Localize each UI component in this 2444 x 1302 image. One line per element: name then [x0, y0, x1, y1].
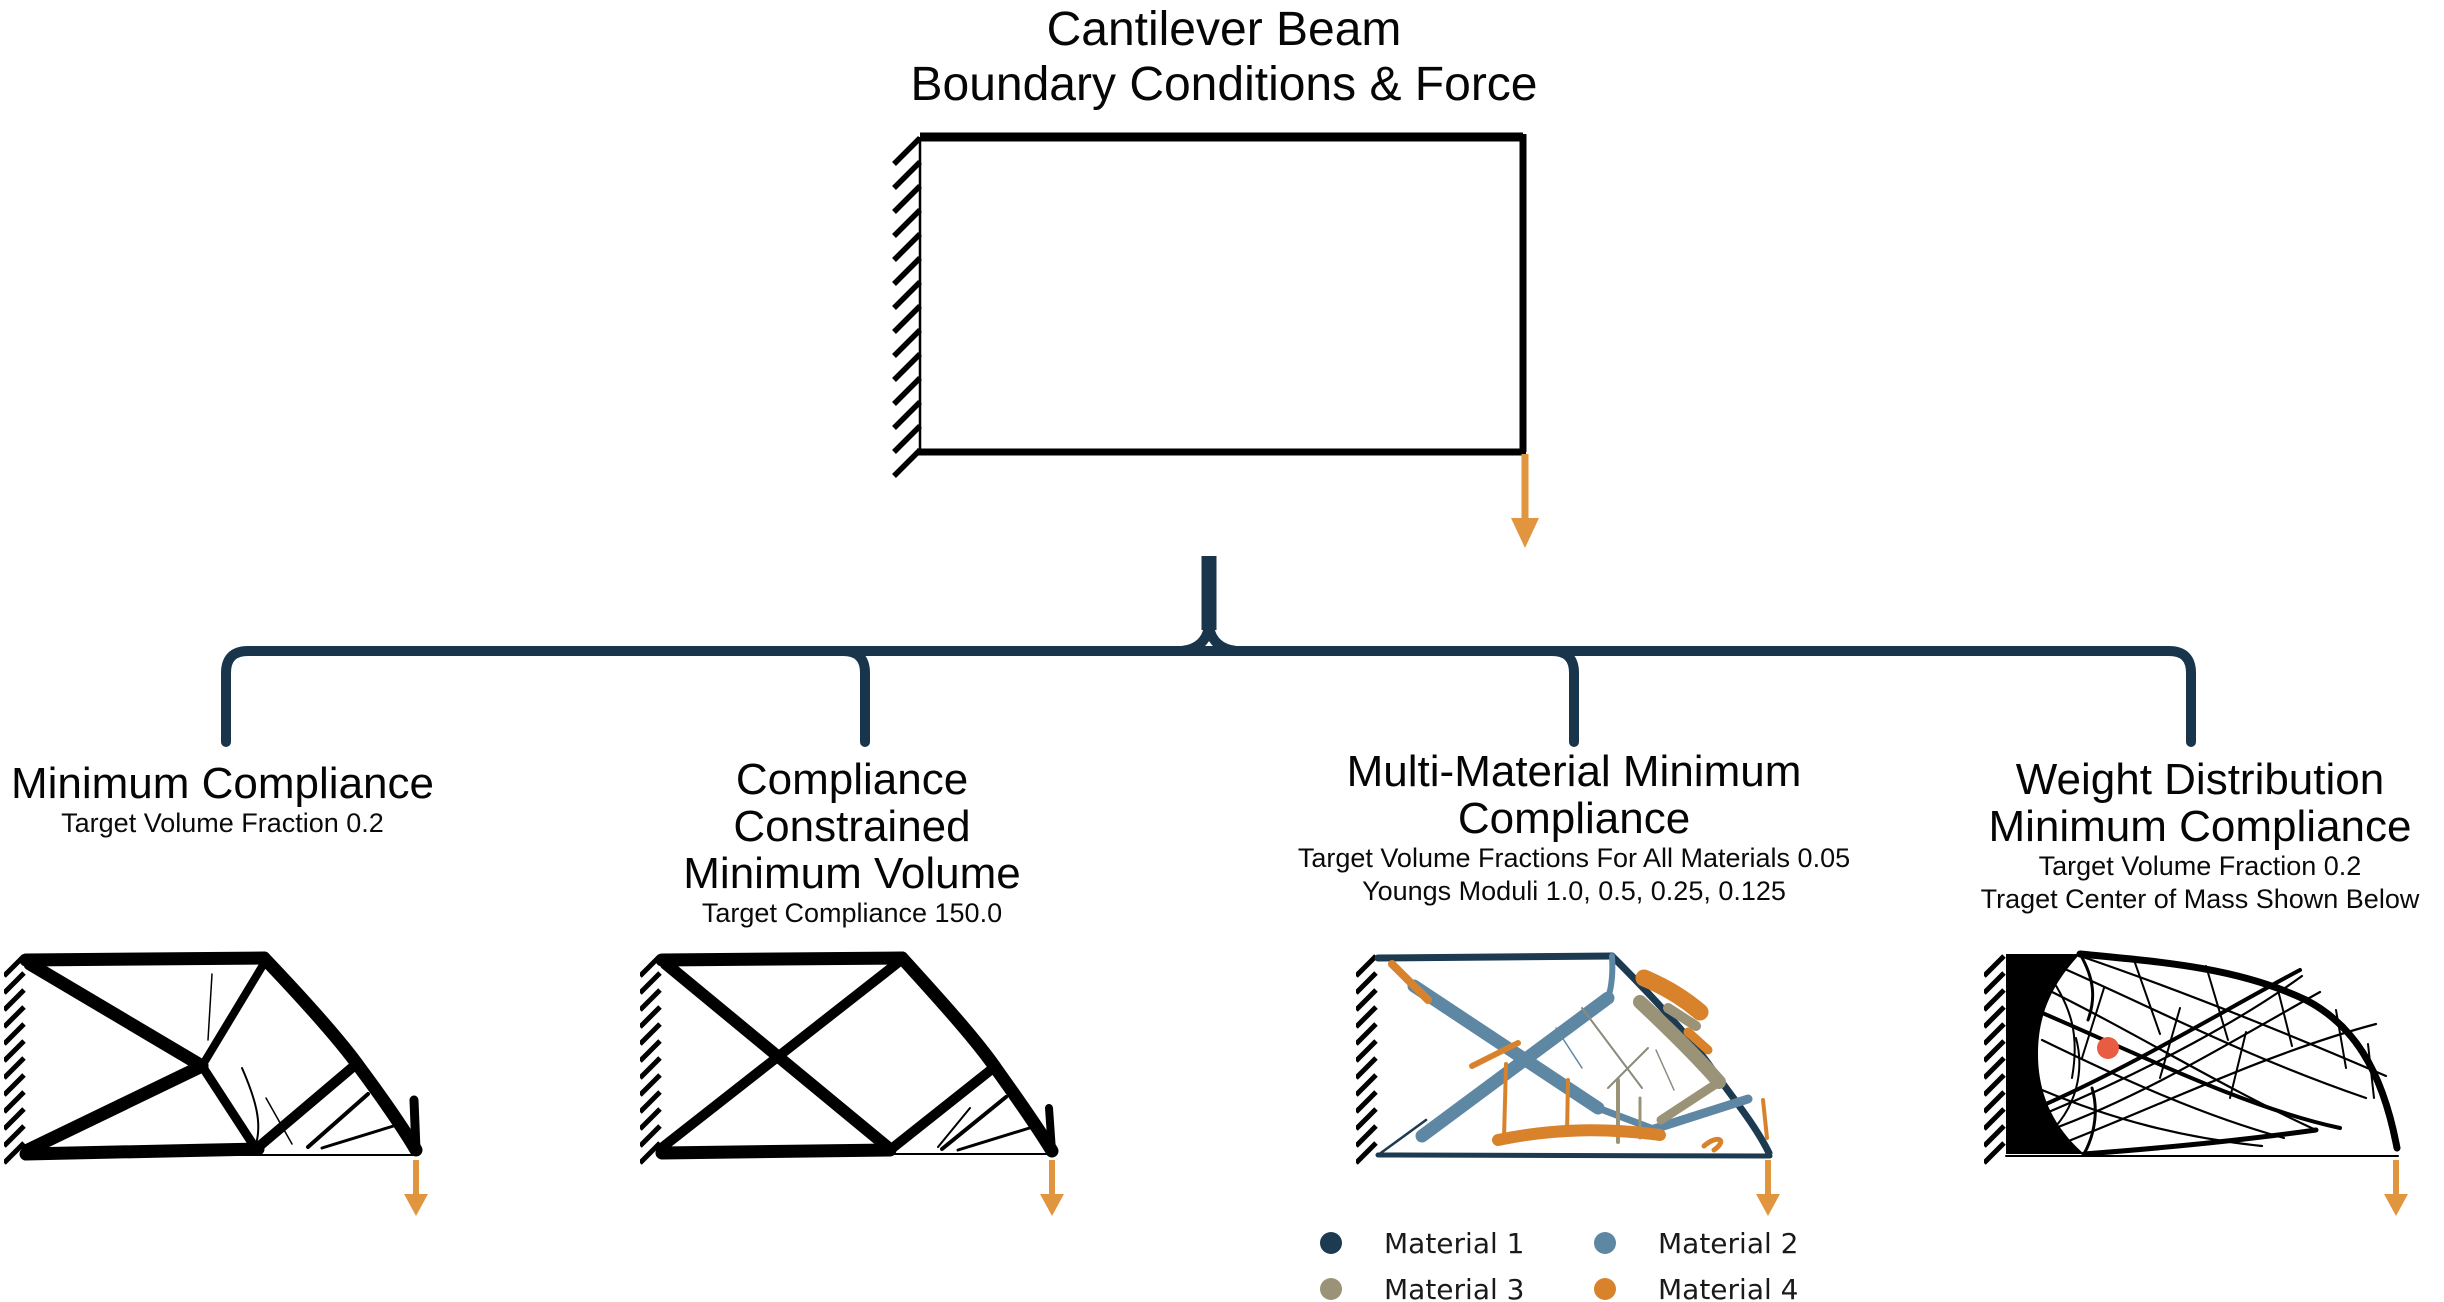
force-arrow-icon — [404, 1160, 428, 1216]
beam-outline — [917, 132, 1527, 456]
panel-subtitle: Target Volume Fraction 0.2 — [2038, 851, 2362, 881]
legend-label: Material 1 — [1384, 1226, 1525, 1260]
panel-title: Minimum Compliance — [10, 759, 434, 808]
material3-members — [1616, 995, 1726, 1144]
force-arrow-icon — [1756, 1160, 1780, 1216]
truss-members-multimaterial — [1374, 952, 1773, 1159]
legend-label: Material 4 — [1658, 1272, 1799, 1302]
target-center-of-mass-dot — [2097, 1037, 2119, 1059]
figure-title-line1: Cantilever Beam — [1046, 3, 1402, 56]
legend-label: Material 2 — [1658, 1226, 1799, 1260]
fixed-support-hatch-icon — [892, 136, 922, 478]
panel-subtitle: Target Volume Fraction 0.2 — [61, 808, 384, 838]
structure-weight-distribution — [1984, 950, 2408, 1216]
lattice-members — [2005, 950, 2401, 1157]
connector-stem-curl-left — [1181, 625, 1214, 656]
connector-stem-curl-right — [1204, 625, 1237, 656]
panel-title: Weight Distribution — [2015, 755, 2385, 804]
fixed-support-hatch-icon — [1356, 954, 1378, 1165]
truss-members — [655, 951, 1059, 1160]
material-4-dot-icon — [1594, 1278, 1616, 1300]
connector-drop-2 — [838, 646, 870, 747]
force-arrow-icon — [1511, 454, 1539, 548]
structure-multi-material — [1356, 952, 1780, 1216]
material-legend: Material 1 Material 2 Material 3 Materia… — [1320, 1220, 1868, 1302]
panel-subtitle: Target Compliance 150.0 — [701, 898, 1003, 928]
legend-item-material-1: Material 1 — [1320, 1227, 1594, 1260]
panel-title: Multi-Material Minimum — [1346, 747, 1802, 796]
structure-compliance-constrained — [640, 951, 1064, 1216]
figure-header: Cantilever Beam Boundary Conditions & Fo… — [824, 2, 1624, 112]
material-3-dot-icon — [1320, 1278, 1342, 1300]
legend-item-material-2: Material 2 — [1594, 1227, 1868, 1260]
legend-item-material-4: Material 4 — [1594, 1273, 1868, 1302]
material4-members — [1388, 960, 1769, 1153]
panel-title-line2: Minimum Volume — [683, 849, 1021, 898]
panel-head-multi-material: Multi-Material Minimum Compliance Target… — [1268, 748, 1880, 908]
panel-subtitle: Target Volume Fractions For All Material… — [1297, 843, 1851, 873]
material-2-dot-icon — [1594, 1232, 1616, 1254]
thin-web-members — [1581, 1007, 1675, 1091]
panel-head-weight-distribution: Weight Distribution Minimum Compliance T… — [1955, 756, 2444, 916]
material-1-dot-icon — [1320, 1232, 1342, 1254]
fixed-support-hatch-icon — [640, 954, 662, 1165]
beam-diagram — [892, 132, 1539, 548]
connector-bracket — [221, 646, 2196, 747]
truss-members — [19, 951, 423, 1161]
force-arrow-icon — [2384, 1160, 2408, 1216]
legend-item-material-3: Material 3 — [1320, 1273, 1594, 1302]
connector-drop-3 — [1547, 646, 1579, 747]
panel-head-compliance-constrained: Compliance Constrained Minimum Volume Ta… — [622, 756, 1082, 930]
force-arrow-icon — [1040, 1160, 1064, 1216]
legend-label: Material 3 — [1384, 1272, 1525, 1302]
panel-title-line2: Compliance — [1457, 794, 1691, 843]
figure-title-line2: Boundary Conditions & Force — [910, 58, 1538, 111]
panel-title: Compliance Constrained — [733, 755, 971, 851]
panel-head-minimum-compliance: Minimum Compliance Target Volume Fractio… — [0, 760, 445, 840]
panel-subtitle-line2: Youngs Moduli 1.0, 0.5, 0.25, 0.125 — [1362, 876, 1786, 906]
panel-title-line2: Minimum Compliance — [1988, 802, 2412, 851]
fixed-support-hatch-icon — [1984, 954, 2006, 1165]
structure-minimum-compliance — [4, 951, 428, 1216]
panel-subtitle-line2: Traget Center of Mass Shown Below — [1980, 884, 2420, 914]
dense-material-mass — [2006, 954, 2084, 1154]
fixed-support-hatch-icon — [4, 954, 26, 1165]
